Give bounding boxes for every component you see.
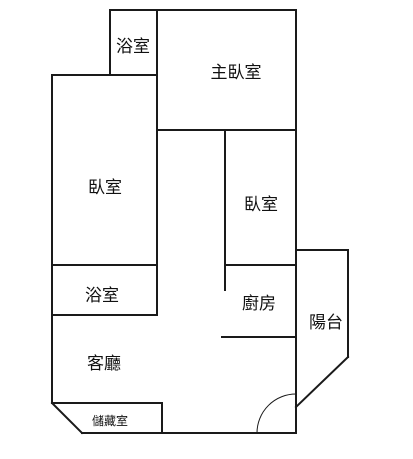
- wall-balcony-diagonal: [294, 355, 350, 409]
- label-bedroom-right: 臥室: [244, 195, 278, 214]
- label-bedroom-left: 臥室: [88, 178, 122, 197]
- label-storage: 儲藏室: [92, 413, 128, 428]
- label-balcony: 陽台: [309, 313, 343, 332]
- label-living-room: 客廳: [87, 354, 121, 373]
- walls: [50, 9, 350, 435]
- label-bath-middle: 浴室: [85, 286, 119, 305]
- room-labels: 浴室 主臥室 臥室 臥室 浴室 廚房 陽台 客廳 儲藏室: [85, 37, 343, 428]
- wall-storage-diagonal: [50, 401, 84, 435]
- door-swing-arc: [256, 393, 297, 434]
- entrance-door: [256, 393, 297, 434]
- label-kitchen: 廚房: [242, 293, 276, 313]
- label-bath-top: 浴室: [116, 37, 150, 56]
- label-master-bedroom: 主臥室: [211, 63, 262, 82]
